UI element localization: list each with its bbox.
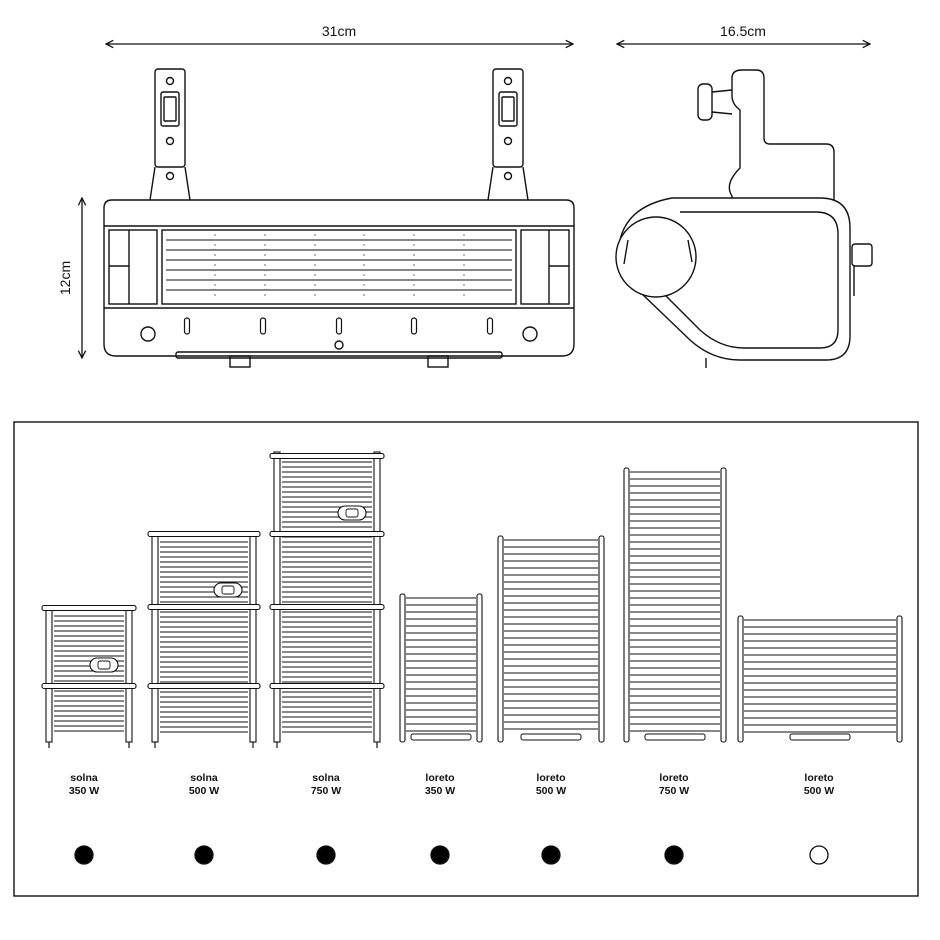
model-power-label: 500 W [536, 785, 566, 797]
compatible-dot [541, 845, 561, 865]
radiator-loreto-500-wide [737, 615, 903, 743]
compatible-dot [316, 845, 336, 865]
side-bracket [728, 69, 835, 201]
radiator-solna-750 [269, 451, 385, 748]
compatibility-dots [74, 845, 829, 865]
incompatible-dot [809, 845, 829, 865]
model-series-label: loreto [425, 772, 454, 784]
heater-grille [166, 234, 512, 300]
heater-slots [183, 317, 494, 335]
radiator-loreto-500 [497, 535, 605, 743]
radiator-loreto-750 [623, 467, 727, 743]
compatible-dot [430, 845, 450, 865]
compatible-dot [194, 845, 214, 865]
radiator-solna-500 [147, 530, 261, 748]
model-series-label: loreto [536, 772, 565, 784]
model-power-label: 500 W [804, 785, 834, 797]
model-series-label: loreto [804, 772, 833, 784]
model-labels: solna 350 W solna 500 W solna 750 W lore… [69, 772, 834, 797]
heater-side-view [615, 69, 873, 368]
depth-dimension: 16.5cm [617, 23, 870, 44]
side-knob [711, 89, 733, 115]
model-power-label: 350 W [69, 785, 99, 797]
mounting-bracket-left [149, 68, 191, 201]
heater-front-view [103, 68, 575, 368]
width-dimension: 31cm [106, 23, 573, 44]
mounting-bracket-right [487, 68, 529, 201]
models-panel [13, 421, 919, 897]
model-series-label: loreto [659, 772, 688, 784]
side-roller [615, 216, 697, 298]
model-power-label: 750 W [311, 785, 341, 797]
radiator-solna-350 [41, 604, 137, 748]
model-power-label: 750 W [659, 785, 689, 797]
height-dimension: 12cm [57, 198, 82, 358]
model-power-label: 500 W [189, 785, 219, 797]
model-series-label: solna [312, 772, 340, 784]
model-series-label: solna [70, 772, 98, 784]
model-power-label: 350 W [425, 785, 455, 797]
width-label: 31cm [322, 23, 356, 39]
depth-label: 16.5cm [720, 23, 766, 39]
compatible-dot [74, 845, 94, 865]
compatible-dot [664, 845, 684, 865]
radiator-loreto-350 [399, 593, 483, 743]
radiator-models [41, 451, 903, 748]
model-series-label: solna [190, 772, 218, 784]
heater-body [103, 199, 575, 357]
height-label: 12cm [57, 261, 73, 295]
